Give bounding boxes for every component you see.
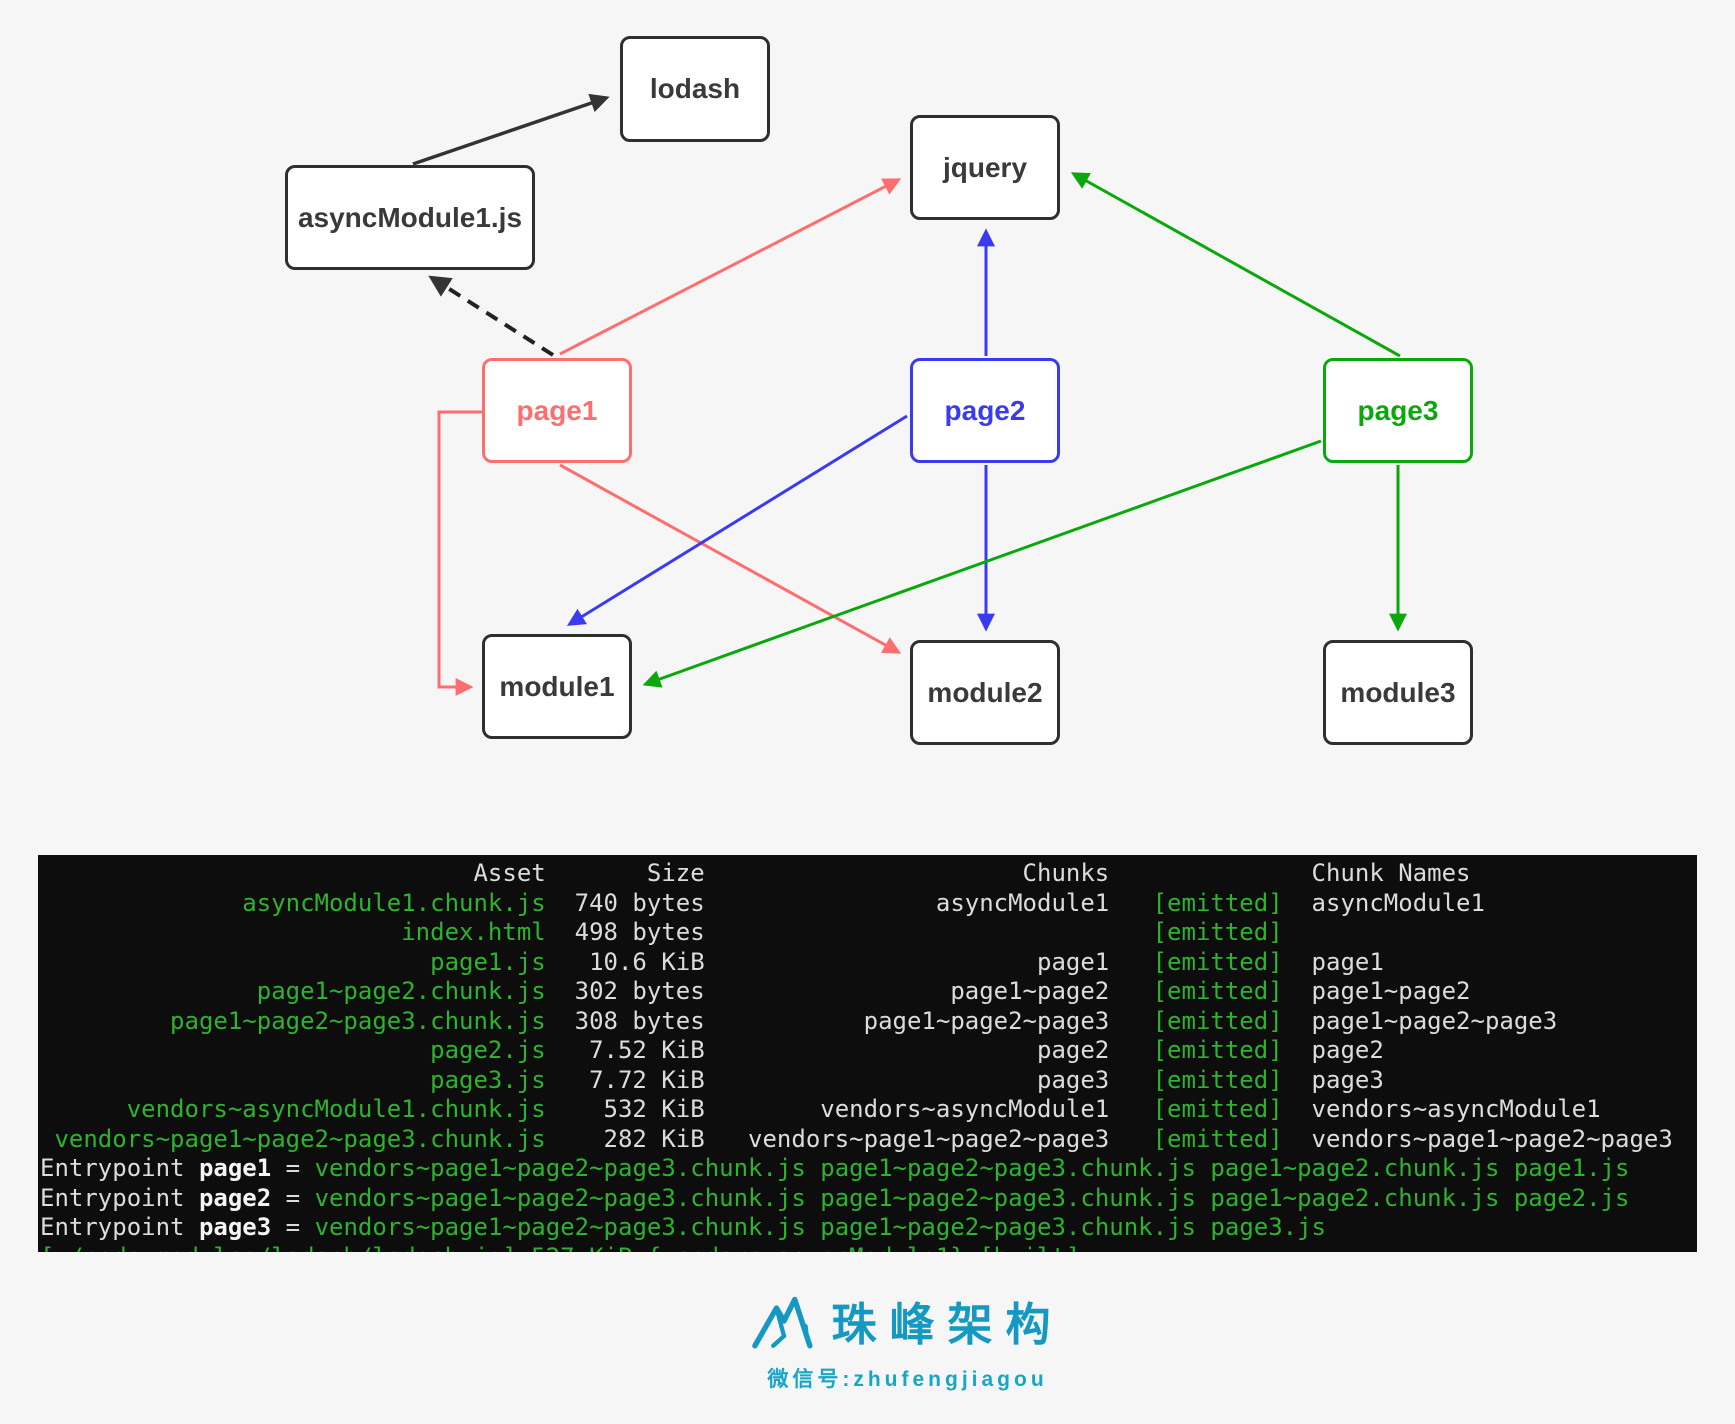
node-module1: module1: [482, 634, 632, 739]
arrow-page3-to-module1: [642, 439, 1322, 688]
arrow-page1-to-jquery: [559, 178, 902, 356]
console-text: Asset Size Chunks Chunk Names asyncModul…: [40, 859, 1673, 1252]
node-page3-label: page3: [1357, 394, 1439, 426]
brand-footer: 珠峰架构 微信号:zhufengjiagou: [40, 1288, 1735, 1393]
brand-wechat-id: 微信号:zhufengjiagou: [767, 1368, 1048, 1391]
node-module1-label: module1: [499, 670, 615, 702]
arrow-page1-to-module1-elbow: [437, 410, 482, 696]
node-asyncmodule1-label: asyncModule1.js: [297, 201, 523, 233]
node-lodash-label: lodash: [649, 73, 741, 104]
dependency-arrows: [412, 93, 1407, 696]
node-jquery-label: jquery: [942, 151, 1028, 183]
node-module2: module2: [910, 640, 1060, 745]
node-module3-label: module3: [1340, 676, 1456, 708]
node-jquery: jquery: [910, 115, 1060, 220]
node-lodash: lodash: [620, 36, 770, 142]
node-module3: module3: [1323, 640, 1473, 745]
arrow-asyncmodule1-to-lodash: [412, 93, 610, 166]
arrow-page1-to-asyncmodule1-dashed: [428, 275, 555, 357]
node-page3: page3: [1323, 358, 1473, 463]
mountain-logo-icon: [752, 1296, 814, 1348]
arrow-page3-to-jquery: [1070, 172, 1401, 358]
node-page2-label: page2: [944, 394, 1026, 426]
arrow-page2-to-module1: [566, 414, 908, 626]
arrow-page1-to-module2: [559, 463, 902, 654]
node-module2-label: module2: [927, 676, 1043, 708]
node-asyncmodule1: asyncModule1.js: [285, 165, 535, 270]
webpack-console-output: Asset Size Chunks Chunk Names asyncModul…: [38, 855, 1697, 1252]
brand-title: 珠峰架构: [831, 1299, 1064, 1350]
node-page1-label: page1: [516, 394, 598, 426]
node-page1: page1: [482, 358, 632, 463]
node-page2: page2: [910, 358, 1060, 463]
